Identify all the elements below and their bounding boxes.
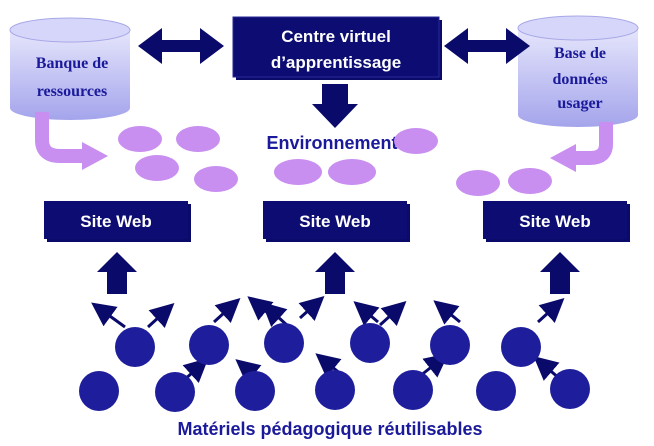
- double-arrow-right: [444, 28, 530, 64]
- material-circle: [501, 327, 541, 367]
- environment-ellipse: [274, 159, 322, 185]
- material-link-arrows: [91, 295, 565, 384]
- resource-bank-label-line1: Banque de: [36, 55, 108, 72]
- material-link-arrow: [378, 300, 407, 327]
- lavender-curved-arrow-left: [35, 112, 108, 170]
- material-link-arrow: [353, 301, 380, 326]
- material-link-arrow: [536, 297, 565, 324]
- center-label-line1: Centre virtuel: [281, 27, 391, 46]
- user-database-label-line3: usager: [557, 95, 602, 112]
- virtual-learning-center-box: Centre virtuel d’apprentissage: [232, 16, 442, 80]
- double-arrow-left: [138, 28, 224, 64]
- material-circle: [235, 371, 275, 411]
- user-database-label-line2: données: [552, 71, 607, 88]
- environment-ellipse: [508, 168, 552, 194]
- site-web-label-right: Site Web: [519, 212, 590, 231]
- center-down-arrow: [312, 84, 358, 128]
- material-circle: [430, 325, 470, 365]
- environment-ellipse: [118, 126, 162, 152]
- up-arrow-left: [97, 252, 137, 294]
- material-circle: [315, 370, 355, 410]
- environment-ellipses: [118, 126, 552, 196]
- material-circle: [393, 370, 433, 410]
- environment-ellipse: [328, 159, 376, 185]
- material-circle: [155, 372, 195, 412]
- site-web-box-middle: Site Web: [263, 201, 410, 242]
- environment-ellipse: [176, 126, 220, 152]
- environments-label: Environnements: [266, 133, 407, 153]
- material-link-arrow: [91, 302, 126, 329]
- reusable-materials-label: Matériels pédagogique réutilisables: [177, 419, 482, 439]
- environment-ellipse: [194, 166, 238, 192]
- material-circles: [79, 323, 590, 412]
- up-arrow-right: [540, 252, 580, 294]
- site-web-box-left: Site Web: [44, 201, 191, 242]
- site-web-label-left: Site Web: [80, 212, 151, 231]
- material-circle: [264, 323, 304, 363]
- up-arrow-middle: [315, 252, 355, 294]
- site-web-box-right: Site Web: [483, 201, 630, 242]
- material-link-arrow: [212, 297, 241, 324]
- center-label-line2: d’apprentissage: [271, 53, 401, 72]
- lavender-curved-arrow-right: [550, 122, 613, 172]
- environment-ellipse: [135, 155, 179, 181]
- environment-ellipse: [456, 170, 500, 196]
- site-web-label-middle: Site Web: [299, 212, 370, 231]
- material-circle: [189, 325, 229, 365]
- material-circle: [476, 371, 516, 411]
- user-database-cylinder: Base de données usager: [517, 15, 639, 127]
- resource-bank-label-line2: ressources: [37, 83, 108, 100]
- material-circle: [350, 323, 390, 363]
- user-database-label-line1: Base de: [554, 45, 606, 62]
- material-link-arrow: [298, 295, 325, 321]
- environment-ellipse: [394, 128, 438, 154]
- material-circle: [550, 369, 590, 409]
- material-circle: [79, 371, 119, 411]
- material-link-arrow: [433, 300, 461, 325]
- resource-bank-cylinder: Banque de ressources: [9, 17, 131, 120]
- material-circle: [115, 327, 155, 367]
- material-link-arrow: [146, 302, 175, 329]
